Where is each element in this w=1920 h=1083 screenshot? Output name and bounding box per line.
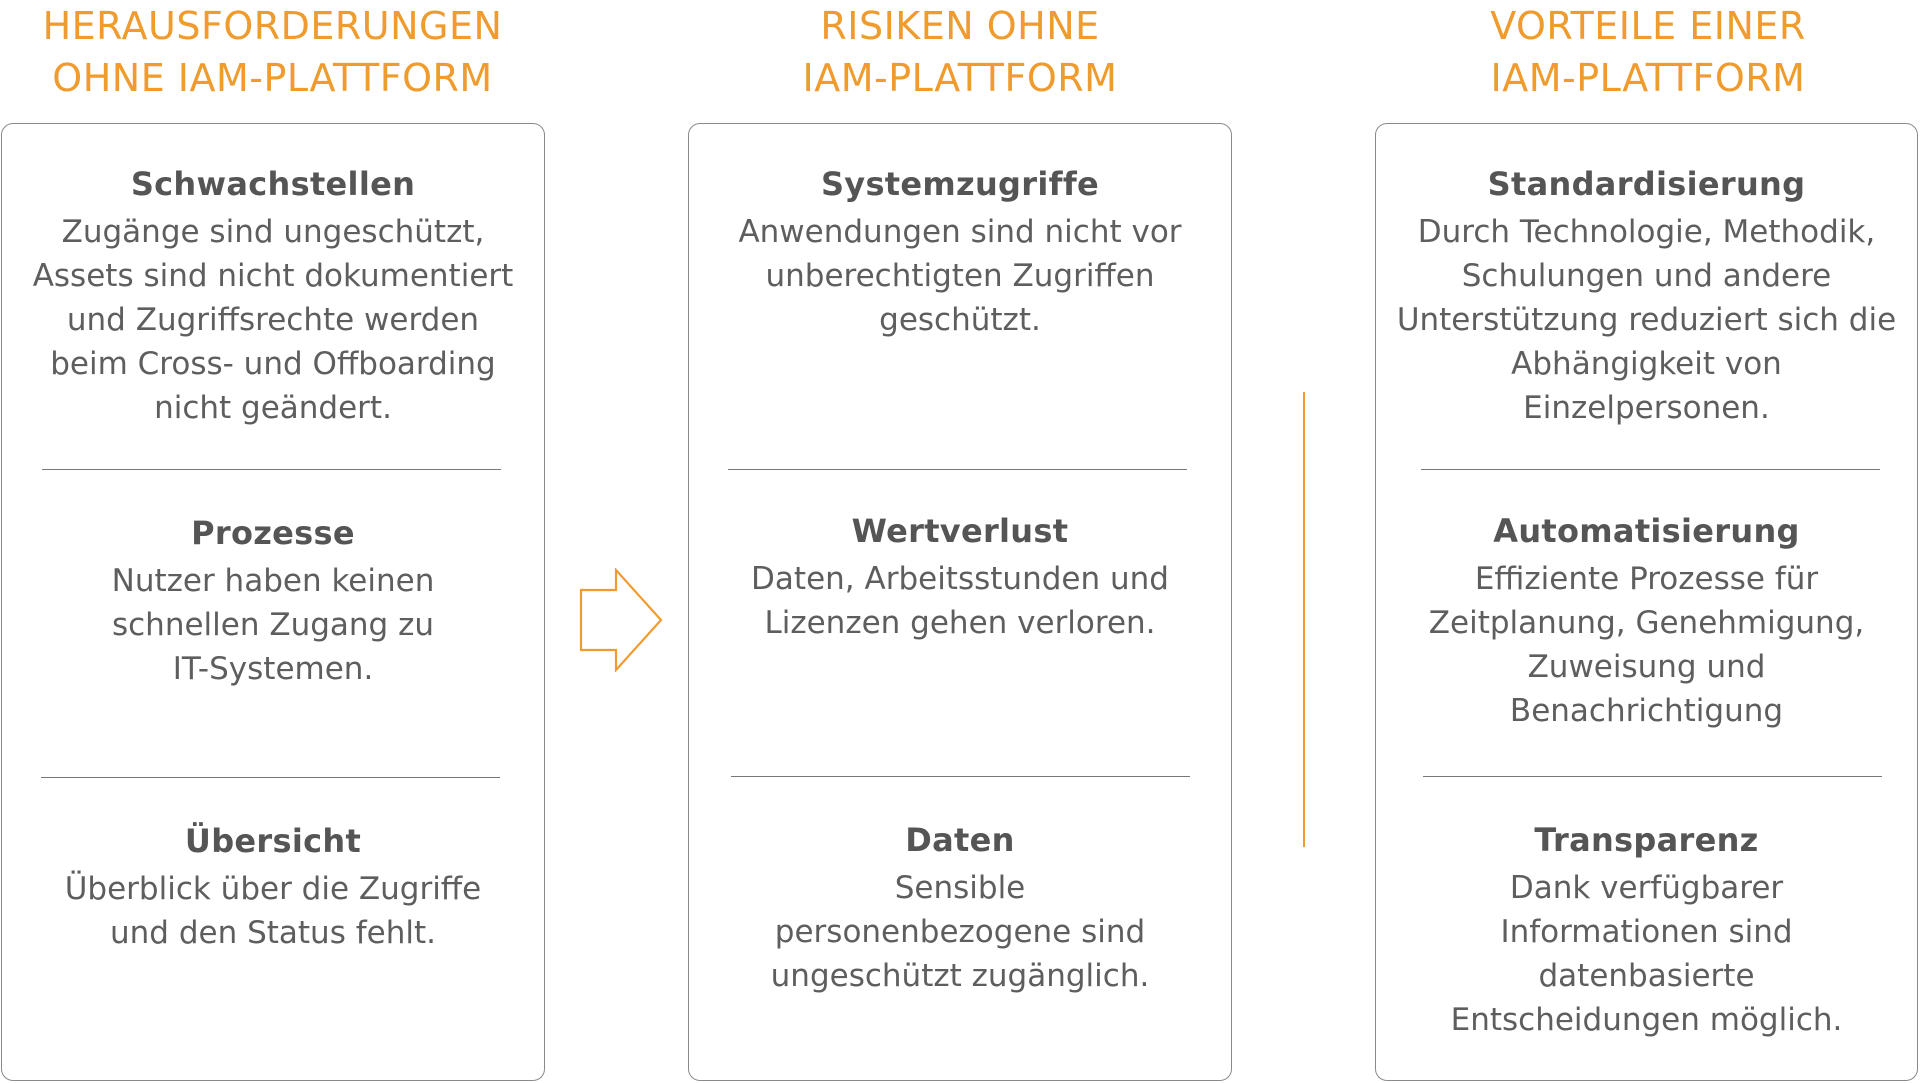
section-title: Daten [905, 821, 1015, 859]
column-1-title: HERAUSFORDERUNGEN OHNE IAM-PLATTFORM [0, 0, 545, 100]
body-line: Überblick über die Zugriffe [64, 871, 482, 907]
vertical-separator-line [1303, 392, 1305, 847]
body-line: Einzelpersonen. [1523, 390, 1770, 426]
body-line: Effiziente Prozesse für [1474, 561, 1819, 597]
column-2-section-1: Systemzugriffe Anwendungen sind nicht vo… [689, 160, 1231, 342]
body-line: und Zugriffsrechte werden [66, 302, 480, 338]
column-1-section-2: Prozesse Nutzer haben keinen schnellen Z… [2, 509, 544, 691]
body-line: Zugänge sind ungeschützt, [61, 214, 485, 250]
section-title: Automatisierung [1493, 512, 1800, 550]
body-line: und den Status fehlt. [110, 915, 436, 951]
column-1-section-1: Schwachstellen Zugänge sind ungeschützt,… [2, 160, 544, 430]
body-line: Lizenzen gehen verloren. [764, 605, 1156, 641]
body-line: Zeitplanung, Genehmigung, [1428, 605, 1865, 641]
section-body: Dank verfügbarer Informationen sind date… [1376, 866, 1917, 1042]
section-body: Zugänge sind ungeschützt, Assets sind ni… [2, 210, 544, 430]
section-body: Anwendungen sind nicht vor unberechtigte… [689, 210, 1231, 342]
section-divider [1423, 776, 1882, 777]
section-divider [41, 777, 500, 778]
section-title: Prozesse [191, 514, 355, 552]
column-2-section-2: Wertverlust Daten, Arbeitsstunden und Li… [689, 507, 1231, 645]
column-2-title-line-1: RISIKEN OHNE [820, 4, 1100, 48]
body-line: Informationen sind [1500, 914, 1793, 950]
column-3-title: VORTEILE EINER IAM-PLATTFORM [1376, 0, 1920, 100]
body-line: schnellen Zugang zu [111, 607, 435, 643]
body-line: IT-Systemen. [172, 651, 374, 687]
body-line: Entscheidungen möglich. [1450, 1002, 1843, 1038]
column-3-panel: Standardisierung Durch Technologie, Meth… [1375, 123, 1918, 1081]
section-divider [1421, 469, 1880, 470]
body-line: ungeschützt zugänglich. [770, 958, 1150, 994]
arrow-right-outline-icon [579, 568, 663, 672]
body-line: personenbezogene sind [774, 914, 1146, 950]
section-title: Wertverlust [851, 512, 1069, 550]
section-body: Effiziente Prozesse für Zeitplanung, Gen… [1376, 557, 1917, 733]
body-line: nicht geändert. [154, 390, 392, 426]
section-body: Sensible personenbezogene sind ungeschüt… [689, 866, 1231, 998]
body-line: Assets sind nicht dokumentiert [32, 258, 514, 294]
column-2-title-line-2: IAM-PLATTFORM [802, 56, 1118, 100]
column-1-panel: Schwachstellen Zugänge sind ungeschützt,… [1, 123, 545, 1081]
column-2-title: RISIKEN OHNE IAM-PLATTFORM [688, 0, 1232, 100]
column-1-title-line-1: HERAUSFORDERUNGEN [42, 4, 503, 48]
column-3-section-3: Transparenz Dank verfügbarer Information… [1376, 816, 1917, 1042]
body-line: Schulungen und andere [1461, 258, 1832, 294]
column-2-panel: Systemzugriffe Anwendungen sind nicht vo… [688, 123, 1232, 1081]
section-body: Durch Technologie, Methodik, Schulungen … [1376, 210, 1917, 430]
column-2-section-3: Daten Sensible personenbezogene sind ung… [689, 816, 1231, 998]
section-body: Nutzer haben keinen schnellen Zugang zu … [2, 559, 544, 691]
body-line: Dank verfügbarer [1509, 870, 1784, 906]
section-title: Systemzugriffe [820, 165, 1100, 203]
column-3-section-2: Automatisierung Effiziente Prozesse für … [1376, 507, 1917, 733]
column-3-section-1: Standardisierung Durch Technologie, Meth… [1376, 160, 1917, 430]
body-line: Abhängigkeit von [1511, 346, 1782, 382]
column-1-title-line-2: OHNE IAM-PLATTFORM [52, 56, 493, 100]
body-line: Nutzer haben keinen [111, 563, 435, 599]
body-line: beim Cross- und Offboarding [50, 346, 496, 382]
section-divider [42, 469, 501, 470]
section-body: Überblick über die Zugriffe und den Stat… [2, 867, 544, 955]
body-line: Daten, Arbeitsstunden und [751, 561, 1169, 597]
body-line: datenbasierte [1538, 958, 1755, 994]
body-line: geschützt. [879, 302, 1041, 338]
section-divider [731, 776, 1190, 777]
body-line: Anwendungen sind nicht vor [738, 214, 1182, 250]
body-line: unberechtigten Zugriffen [765, 258, 1155, 294]
column-1-section-3: Übersicht Überblick über die Zugriffe un… [2, 817, 544, 955]
section-title: Übersicht [184, 822, 362, 860]
section-title: Transparenz [1534, 821, 1759, 859]
column-3-title-line-1: VORTEILE EINER [1490, 4, 1806, 48]
body-line: Sensible [894, 870, 1026, 906]
section-title: Schwachstellen [130, 165, 416, 203]
column-3-title-line-2: IAM-PLATTFORM [1490, 56, 1806, 100]
body-line: Benachrichtigung [1509, 693, 1784, 729]
section-divider [728, 469, 1187, 470]
body-line: Zuweisung und [1527, 649, 1766, 685]
section-title: Standardisierung [1487, 165, 1806, 203]
body-line: Unterstützung reduziert sich die [1396, 302, 1897, 338]
body-line: Durch Technologie, Methodik, [1417, 214, 1876, 250]
section-body: Daten, Arbeitsstunden und Lizenzen gehen… [689, 557, 1231, 645]
